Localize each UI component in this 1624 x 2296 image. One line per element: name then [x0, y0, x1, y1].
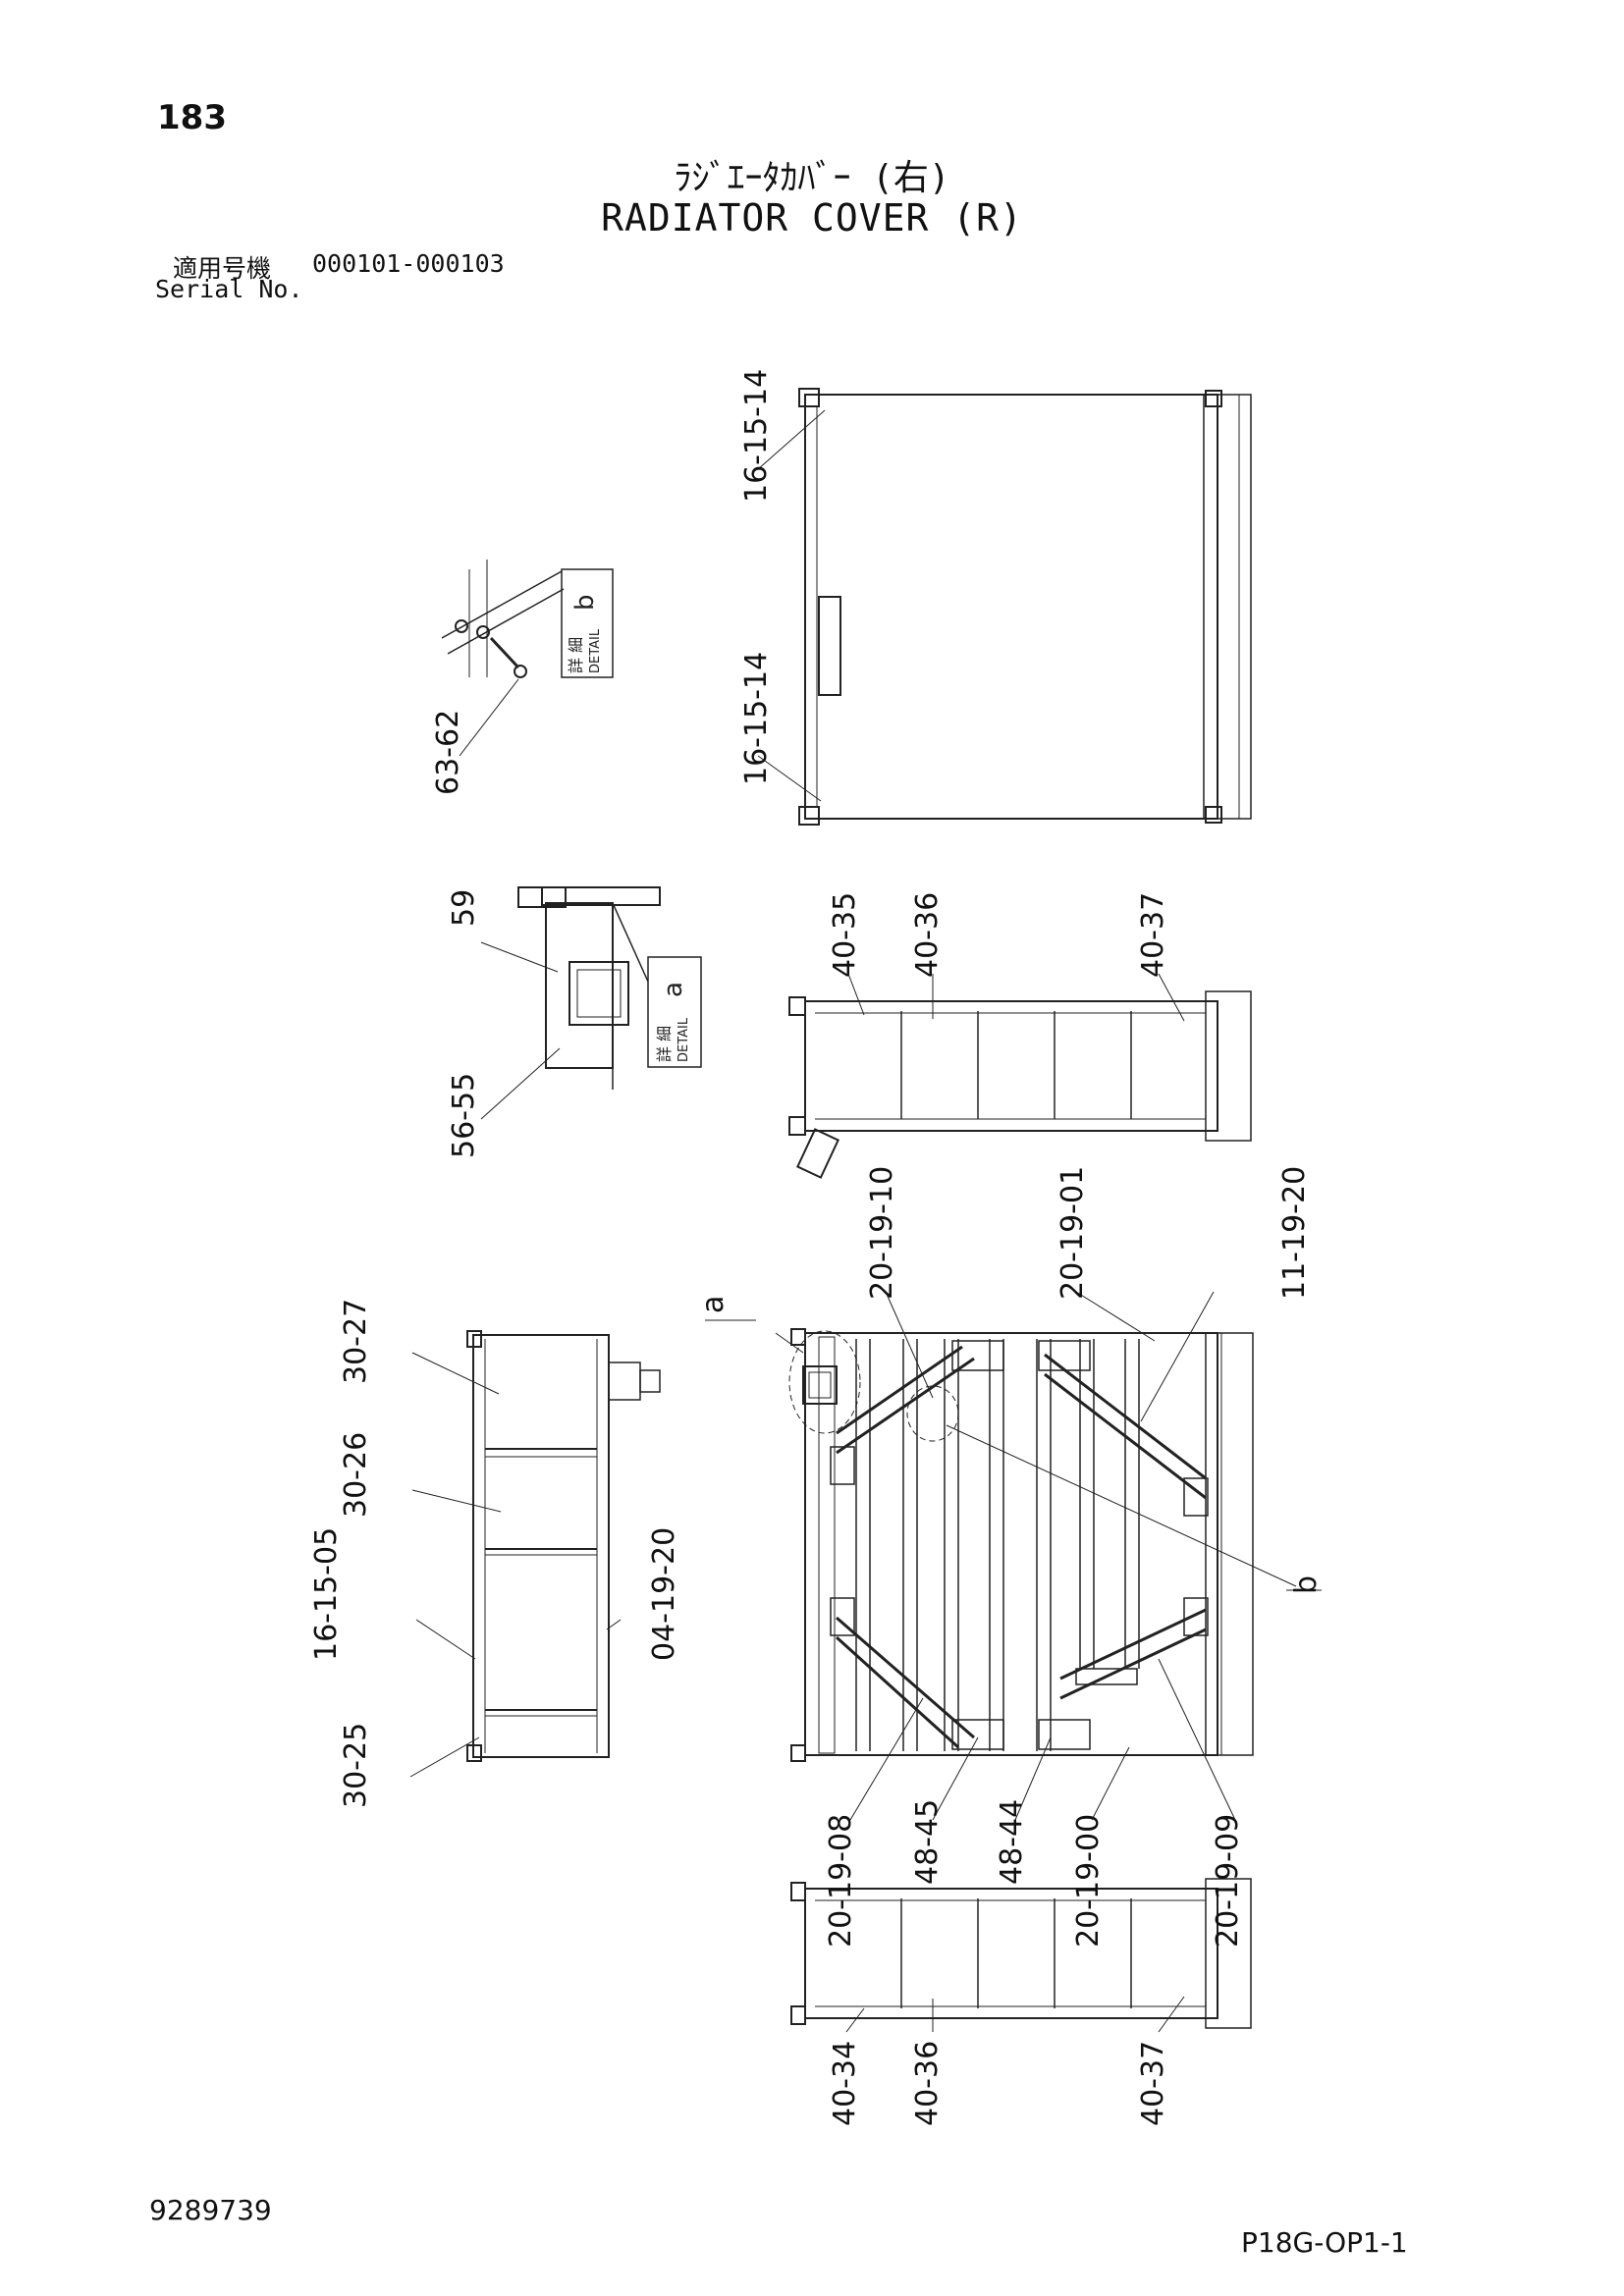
- part-callouts: 16-15-14 16-15-14 63-62 59 56-55 40-35 4…: [309, 369, 1324, 2126]
- main-marker-b: b: [1289, 1575, 1324, 1594]
- detail-b-letter: b: [570, 594, 600, 611]
- callout-bottom-1: 40-34: [828, 2041, 862, 2126]
- callout-main-top-1: 20-19-10: [865, 1166, 899, 1300]
- top-view: [798, 388, 1252, 826]
- leader-lines: [409, 409, 1322, 2033]
- callout-side-4: 04-19-20: [647, 1527, 681, 1661]
- detail-b-label-jp: 詳 細: [567, 637, 585, 673]
- callout-bottom-3: 40-37: [1136, 2041, 1170, 2126]
- callout-bottom-2: 40-36: [910, 2041, 945, 2126]
- callout-main-bottom-1: 20-19-08: [824, 1814, 858, 1948]
- detail-b-view: [441, 560, 614, 678]
- serial-label-english: Serial No.: [155, 275, 303, 303]
- callout-main-bottom-4: 20-19-00: [1071, 1814, 1106, 1948]
- sheet-code: P18G-OP1-1: [1241, 2226, 1408, 2259]
- callout-mid-1: 40-35: [828, 892, 862, 978]
- callout-side-2: 30-26: [339, 1432, 373, 1518]
- main-marker-a: a: [696, 1296, 731, 1313]
- detail-b-label-en: DETAIL: [588, 628, 603, 673]
- detail-a-label-en: DETAIL: [677, 1017, 691, 1062]
- callout-top-1: 16-15-14: [739, 369, 774, 503]
- callout-side-5: 30-25: [339, 1723, 373, 1808]
- callout-side-1: 30-27: [339, 1299, 373, 1384]
- bottom-view: [790, 1878, 1252, 2029]
- callout-mid-2: 40-36: [910, 892, 945, 978]
- callout-main-bottom-2: 48-45: [910, 1799, 945, 1885]
- detail-labels: 詳 細 DETAIL b 詳 細 DETAIL a: [567, 594, 691, 1062]
- detail-a-view: [517, 886, 702, 1090]
- title-english: RADIATOR COVER (R): [601, 196, 1023, 240]
- callout-main-top-3: 11-19-20: [1277, 1166, 1312, 1300]
- callout-side-3: 16-15-05: [309, 1527, 344, 1661]
- title-japanese: ﾗｼﾞｴｰﾀｶﾊﾞｰ (右): [674, 158, 950, 198]
- mid-view: [788, 990, 1252, 1179]
- detail-a-label-jp: 詳 細: [655, 1026, 674, 1062]
- main-view: [788, 1328, 1254, 1762]
- callout-detail-a-1: 59: [447, 889, 481, 927]
- side-view: [466, 1330, 661, 1762]
- page-number: 183: [157, 98, 227, 137]
- callout-main-bottom-5: 20-19-09: [1211, 1814, 1245, 1948]
- callout-mid-3: 40-37: [1136, 892, 1170, 978]
- callout-detail-a-2: 56-55: [447, 1073, 481, 1158]
- serial-range: 000101-000103: [312, 249, 505, 278]
- detail-a-letter: a: [659, 982, 688, 997]
- callout-main-bottom-3: 48-44: [995, 1799, 1029, 1885]
- callout-top-2: 16-15-14: [739, 652, 774, 785]
- callout-main-top-2: 20-19-01: [1056, 1166, 1090, 1300]
- serial-label-japanese: 適用号機: [173, 254, 272, 283]
- document-number: 9289739: [149, 2194, 272, 2226]
- callout-detail-b: 63-62: [431, 710, 465, 795]
